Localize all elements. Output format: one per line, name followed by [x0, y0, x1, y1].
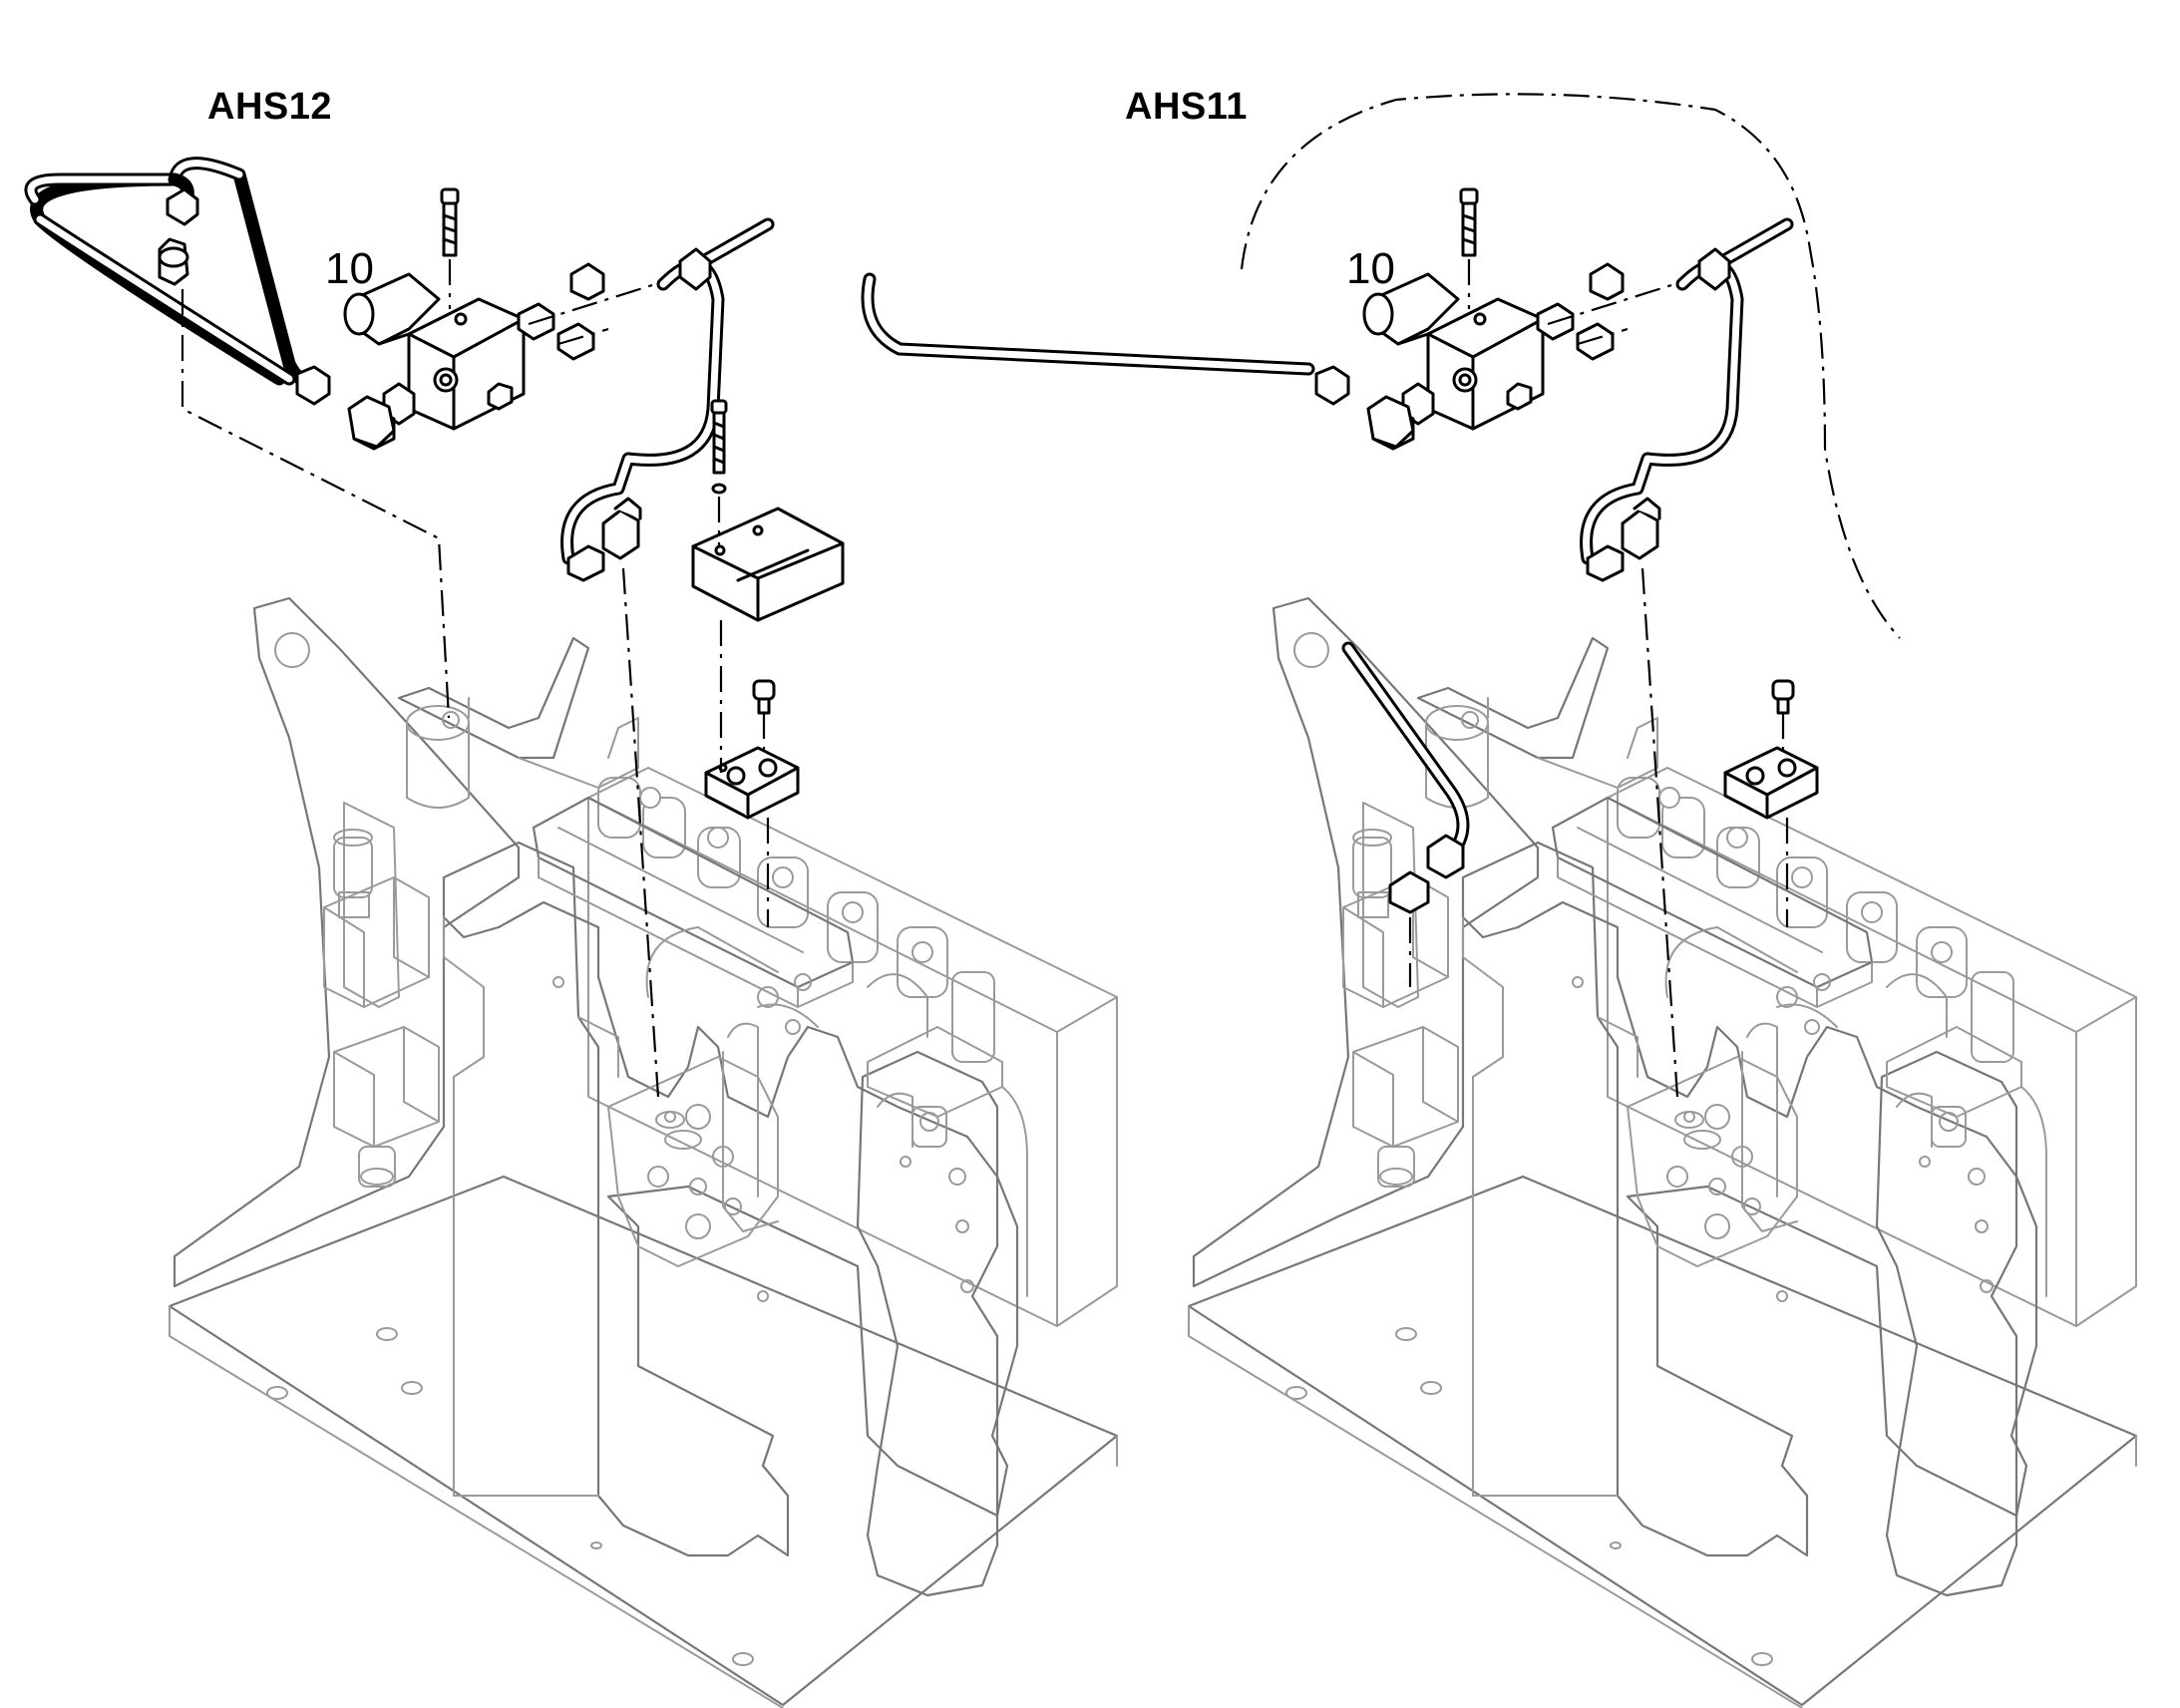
view-label-right: AHS11 [1125, 86, 1248, 128]
callout-right: 10 [1346, 244, 1395, 293]
callout-left: 10 [325, 244, 374, 293]
view-label-left: AHS12 [207, 86, 332, 128]
view-right-ahs11 [861, 187, 2138, 1708]
view-left-ahs12 [24, 157, 1119, 1708]
